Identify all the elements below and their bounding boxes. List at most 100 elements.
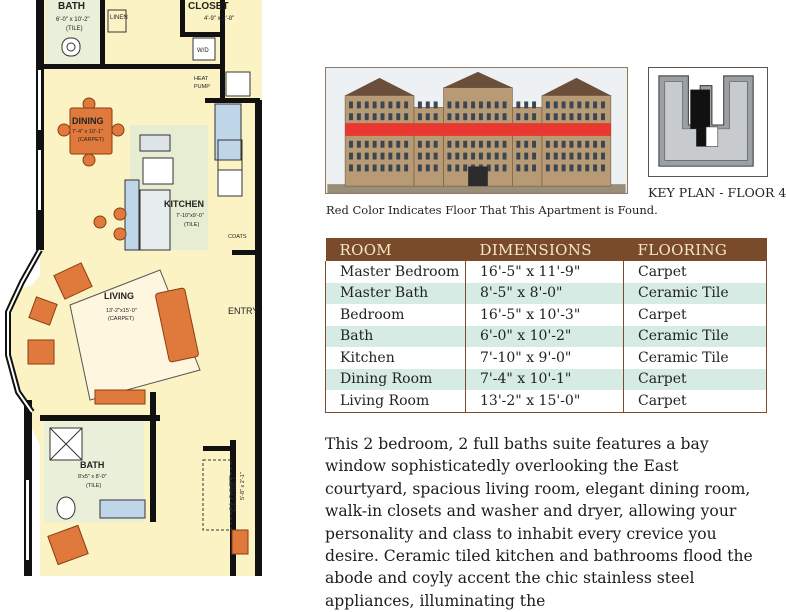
elevation-window bbox=[524, 140, 529, 148]
flooring-cell: Carpet bbox=[623, 261, 767, 283]
flooring-cell: Carpet bbox=[623, 368, 767, 390]
elevation-window bbox=[396, 140, 401, 148]
room-dimensions-table: ROOM DIMENSIONS FLOORING Master Bedroom … bbox=[325, 238, 767, 413]
table-row: Kitchen 7'-10" x 9'-0" Ceramic Tile bbox=[325, 347, 767, 369]
elevation-window bbox=[502, 140, 507, 148]
elevation-window bbox=[380, 101, 385, 109]
table-row: Master Bedroom 16'-5" x 11'-9" Carpet bbox=[325, 261, 767, 283]
elevation-window bbox=[388, 164, 393, 172]
bath-bottom-floor: (TILE) bbox=[86, 483, 101, 489]
elevation-window bbox=[561, 101, 566, 109]
elevation-window bbox=[404, 164, 409, 172]
elevation-window bbox=[593, 113, 598, 121]
elevation-window bbox=[471, 101, 476, 109]
elevation-window bbox=[561, 164, 566, 172]
flooring-cell: Ceramic Tile bbox=[623, 282, 767, 304]
elevation-window bbox=[577, 152, 582, 160]
elevation-window bbox=[486, 113, 491, 121]
elevation-window bbox=[532, 113, 537, 121]
elevation-window bbox=[364, 101, 369, 109]
elevation-window bbox=[372, 152, 377, 160]
elevation-window bbox=[486, 164, 491, 172]
elevation-window bbox=[585, 140, 590, 148]
elevation-window bbox=[364, 164, 369, 172]
elevation-window bbox=[524, 113, 529, 121]
elevation-window bbox=[447, 113, 452, 121]
elevation-window bbox=[494, 140, 499, 148]
flooring-cell: Ceramic Tile bbox=[623, 347, 767, 369]
elevation-window bbox=[364, 152, 369, 160]
dimensions-cell: 6'-0" x 10'-2" bbox=[465, 325, 624, 347]
elevation-window bbox=[447, 164, 452, 172]
elevation-window bbox=[486, 140, 491, 148]
bath-bottom-dims: 8'x5" x 8'-0" bbox=[78, 474, 107, 480]
room-cell: Bedroom bbox=[325, 304, 466, 326]
elevation-window bbox=[577, 113, 582, 121]
elevation-window bbox=[388, 152, 393, 160]
elevation-window bbox=[433, 140, 438, 148]
elevation-window bbox=[601, 164, 605, 172]
elevation-window bbox=[404, 140, 409, 148]
elevation-window bbox=[494, 101, 499, 109]
elevation-window bbox=[593, 164, 598, 172]
elevation-window bbox=[471, 152, 476, 160]
elevation-window bbox=[478, 152, 483, 160]
elevation-window bbox=[553, 140, 558, 148]
elevation-window bbox=[516, 164, 521, 172]
elevation-window bbox=[364, 113, 369, 121]
flooring-cell: Carpet bbox=[623, 390, 767, 413]
coats-label: COATS bbox=[228, 234, 247, 240]
elevation-window bbox=[356, 113, 361, 121]
living-floor: (CARPET) bbox=[108, 316, 134, 322]
room-cell: Bath bbox=[325, 325, 466, 347]
dining-name: DINING bbox=[72, 116, 104, 126]
elevation-window bbox=[425, 164, 430, 172]
elevation-window bbox=[601, 152, 605, 160]
elevation-window bbox=[447, 152, 452, 160]
elevation-window bbox=[561, 113, 566, 121]
room-cell: Living Room bbox=[325, 390, 466, 413]
elevation-window bbox=[502, 152, 507, 160]
elevation-window bbox=[601, 140, 605, 148]
kitchen-floor: (TILE) bbox=[184, 222, 199, 228]
elevation-window bbox=[502, 164, 507, 172]
elevation-window bbox=[545, 164, 550, 172]
elevation-window bbox=[524, 101, 529, 109]
bath-top-floor: (TILE) bbox=[66, 26, 83, 32]
elevation-window bbox=[585, 164, 590, 172]
heat-pump-line1: HEAT bbox=[194, 76, 209, 82]
dimensions-cell: 7'-10" x 9'-0" bbox=[465, 347, 624, 369]
elevation-window bbox=[356, 140, 361, 148]
elevation-window bbox=[585, 113, 590, 121]
elevation-window bbox=[553, 152, 558, 160]
elevation-window bbox=[486, 101, 491, 109]
floor-plan: BATH 6'-0" x 10'-2" (TILE) LINEN CLOSET … bbox=[5, 0, 262, 576]
elevation-window bbox=[380, 113, 385, 121]
elevation-window bbox=[545, 113, 550, 121]
wd-label: W/D bbox=[197, 48, 209, 54]
elevation-window bbox=[388, 113, 393, 121]
elevation-window bbox=[601, 101, 605, 109]
apartment-description: This 2 bedroom, 2 full baths suite featu… bbox=[325, 435, 753, 610]
elevation-window bbox=[372, 164, 377, 172]
elevation-window bbox=[396, 113, 401, 121]
elevation-window bbox=[417, 140, 422, 148]
elevation-window bbox=[433, 101, 438, 109]
dining-dims: 7'-4" x 10'-1" bbox=[72, 129, 103, 135]
heat-pump-line2: PUMP bbox=[194, 84, 210, 90]
table-row: Master Bath 8'-5" x 8'-0" Ceramic Tile bbox=[325, 282, 767, 304]
elevation-window bbox=[425, 152, 430, 160]
elevation-window bbox=[561, 152, 566, 160]
elevation-window bbox=[455, 113, 460, 121]
elevation-window bbox=[447, 140, 452, 148]
dimensions-cell: 16'-5" x 10'-3" bbox=[465, 304, 624, 326]
elevation-window bbox=[356, 152, 361, 160]
elevation-window bbox=[417, 113, 422, 121]
elevation-window bbox=[380, 140, 385, 148]
elevation-window bbox=[388, 101, 393, 109]
elevation-window bbox=[388, 140, 393, 148]
bath-bottom-name: BATH bbox=[80, 460, 104, 470]
elevation-window bbox=[455, 152, 460, 160]
elevation-window bbox=[569, 152, 574, 160]
elevation-window bbox=[471, 113, 476, 121]
